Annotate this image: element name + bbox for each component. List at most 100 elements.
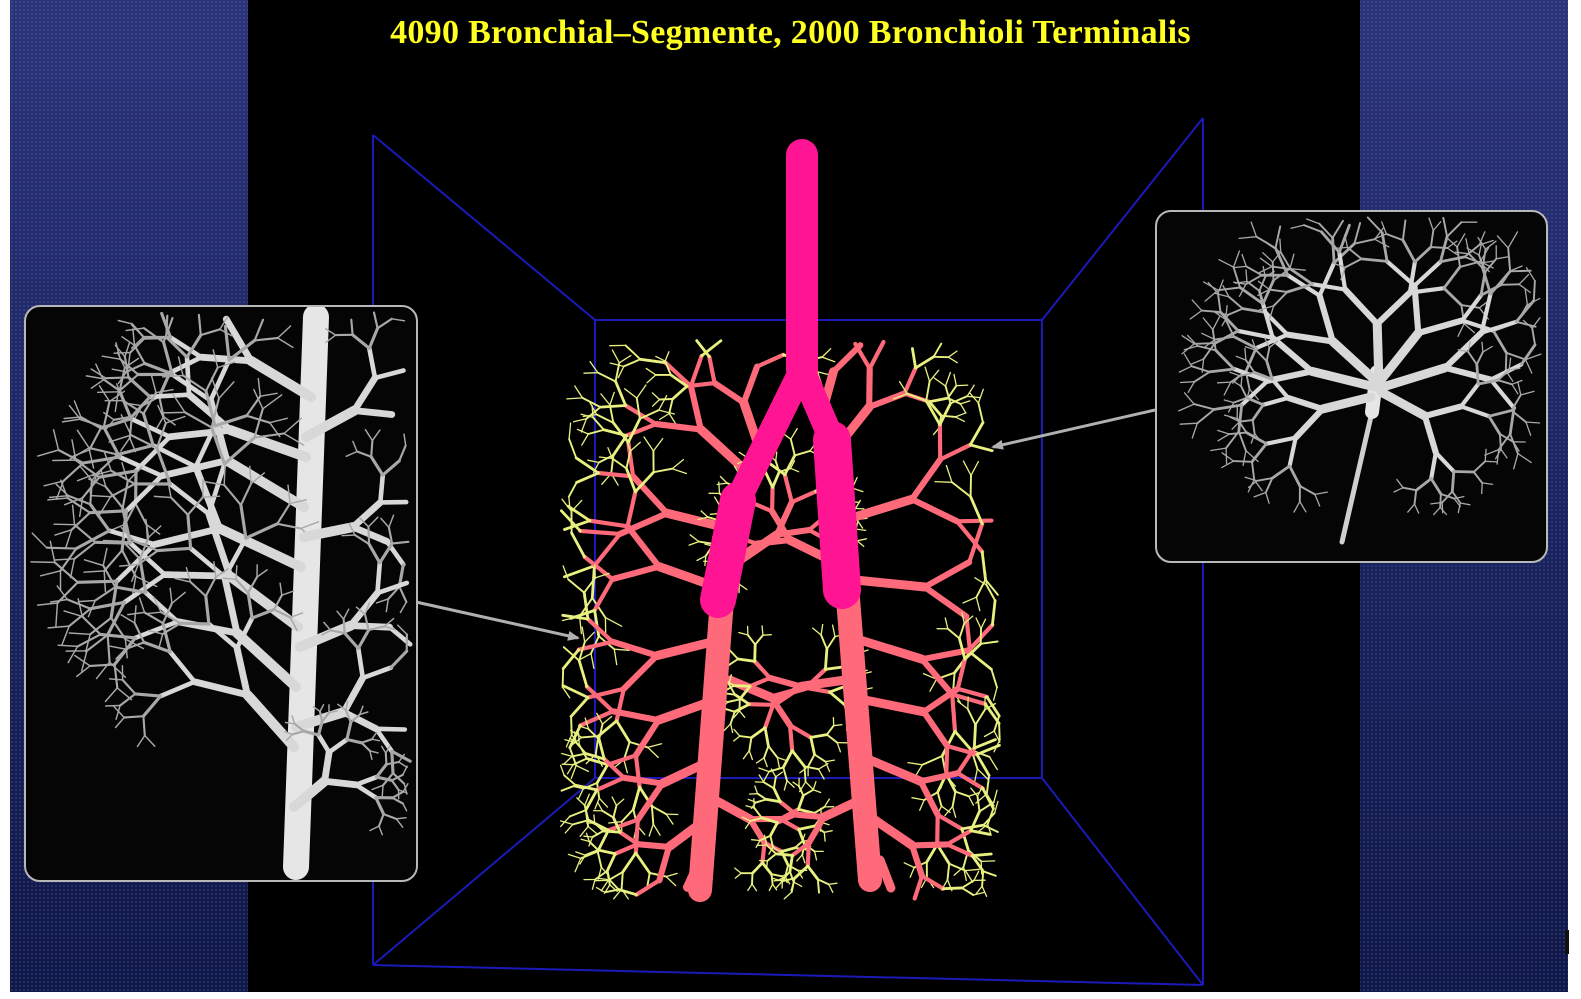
bronchus-branch (1266, 438, 1295, 444)
bronchiole-branch (806, 782, 814, 790)
bronchiole-branch (767, 861, 768, 869)
bronchiole-branch (600, 406, 625, 408)
bronchial-tree-model (561, 155, 1000, 899)
bronchus-branch (750, 678, 770, 686)
bronchiole-branch (1315, 494, 1320, 506)
bronchiole-branch (985, 731, 995, 737)
bronchiole-branch (856, 529, 866, 530)
bronchiole-branch (619, 356, 631, 363)
bronchiole-branch (822, 357, 835, 362)
bronchiole-branch (764, 758, 767, 767)
bronchus-branch (912, 844, 947, 845)
bronchiole-branch (1440, 494, 1441, 507)
bronchiole-branch (263, 395, 282, 409)
bronchiole-branch (1521, 391, 1534, 395)
bronchus-branch (201, 357, 251, 361)
bronchiole-branch (570, 810, 586, 816)
bronchus-branch (1415, 286, 1419, 333)
bronchiole-branch (624, 359, 641, 366)
bronchiole-branch (1242, 255, 1246, 267)
bronchiole-branch (798, 796, 803, 810)
bronchus-branch (749, 704, 773, 705)
bronchiole-branch (623, 853, 636, 872)
bronchus-branch (1263, 398, 1288, 405)
bronchiole-branch (598, 803, 603, 811)
bronchiole-branch (803, 790, 813, 796)
bronchiole-branch (1234, 461, 1252, 462)
bronchiole-branch (971, 462, 978, 476)
bronchiole-branch (1431, 231, 1433, 248)
bronchiole-branch (659, 410, 675, 414)
bronchiole-branch (1362, 259, 1388, 262)
bronchus-branch (237, 648, 247, 695)
bronchiole-branch (135, 694, 160, 696)
inset-bronchial-cast-right (1155, 210, 1548, 563)
bronchiole-branch (320, 705, 324, 712)
bronchiole-branch (830, 692, 845, 705)
bronchiole-branch (994, 687, 997, 700)
bronchiole-branch (1468, 352, 1477, 364)
bronchial-cast-image (26, 307, 416, 880)
bronchiole-branch (1477, 352, 1483, 364)
bronchiole-branch (1181, 382, 1195, 383)
bronchiole-branch (1224, 382, 1231, 395)
bronchiole-branch (981, 861, 995, 862)
bronchiole-branch (770, 823, 777, 836)
bronchiole-branch (751, 728, 765, 738)
bronchiole-branch (579, 661, 587, 687)
bronchiole-branch (797, 855, 803, 861)
bronchiole-branch (252, 610, 274, 619)
bronchiole-branch (758, 794, 767, 800)
bronchiole-branch (740, 736, 752, 738)
bronchus-branch (772, 487, 773, 511)
bronchiole-branch (953, 792, 956, 807)
bronchiole-branch (571, 716, 572, 734)
bronchiole-branch (563, 669, 564, 688)
bronchiole-branch (100, 386, 110, 402)
bronchiole-branch (1508, 232, 1517, 248)
bronchiole-branch (1252, 462, 1254, 480)
bronchiole-branch (802, 855, 805, 863)
bronchus-branch (1415, 262, 1441, 286)
bronchiole-branch (376, 798, 384, 814)
bronchiole-branch (250, 466, 251, 483)
bronchiole-branch (123, 680, 136, 694)
bronchiole-branch (961, 404, 966, 413)
bronchiole-branch (585, 632, 594, 642)
bronchiole-branch (1211, 448, 1226, 450)
bronchiole-branch (1291, 225, 1304, 228)
bronchiole-branch (38, 450, 59, 456)
bronchiole-branch (219, 382, 234, 399)
bronchiole-branch (143, 696, 160, 716)
bronchiole-branch (1179, 366, 1191, 372)
bronchus-branch (969, 524, 982, 563)
bronchus-branch (353, 527, 387, 541)
bronchiole-branch (1447, 248, 1457, 254)
bronchus-branch (209, 464, 225, 514)
bronchiole-branch (137, 736, 144, 747)
bronchiole-branch (748, 884, 752, 890)
bronchiole-branch (382, 746, 386, 753)
bronchiole-branch (910, 868, 914, 878)
bronchiole-branch (763, 635, 771, 636)
bronchiole-branch (270, 418, 288, 422)
bronchiole-branch (162, 412, 185, 413)
bronchiole-branch (669, 414, 675, 424)
bronchiole-branch (347, 740, 362, 743)
bronchiole-branch (1257, 478, 1272, 481)
bronchus-branch (638, 844, 669, 847)
bronchiole-branch (935, 482, 952, 483)
bronchiole-branch (992, 601, 995, 625)
bronchiole-branch (701, 511, 708, 517)
bronchus-branch (904, 368, 915, 394)
bronchiole-branch (369, 527, 370, 544)
bronchiole-branch (756, 841, 760, 848)
bronchiole-branch (1253, 405, 1264, 420)
bronchiole-branch (1280, 239, 1281, 252)
bronchiole-branch (934, 378, 945, 386)
bronchiole-branch (946, 373, 951, 387)
bronchiole-branch (994, 790, 997, 802)
bronchiole-branch (1447, 222, 1461, 236)
bronchiole-branch (728, 699, 740, 702)
bronchiole-branch (206, 577, 216, 596)
